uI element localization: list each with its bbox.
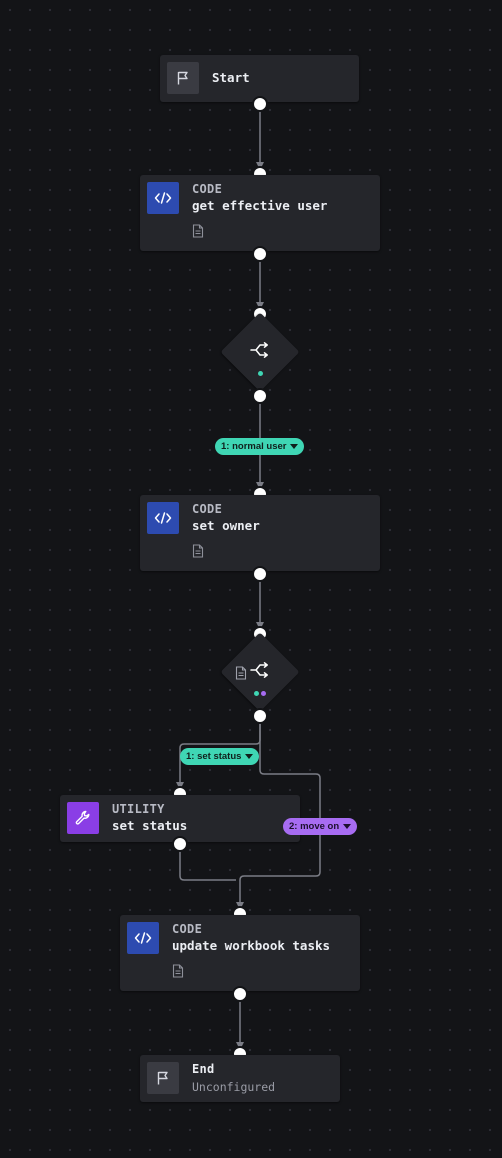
branch-dot-teal bbox=[257, 371, 263, 376]
branch-icon bbox=[250, 342, 268, 358]
node-name-label: get effective user bbox=[192, 198, 328, 213]
caret-down-icon bbox=[245, 754, 254, 759]
document-icon[interactable] bbox=[172, 964, 184, 978]
branch-label-text: 1: normal user bbox=[221, 441, 287, 452]
node-type-label: CODE bbox=[172, 922, 203, 936]
caret-down-icon bbox=[343, 824, 352, 829]
code1-out-port[interactable] bbox=[252, 246, 268, 262]
node-name-label: set status bbox=[112, 818, 188, 833]
switch2-out-port[interactable] bbox=[252, 708, 268, 724]
edge-utility-to-code3 bbox=[179, 846, 236, 881]
branch-label-text: 2: move on bbox=[289, 821, 340, 832]
start-title: Start bbox=[212, 70, 250, 85]
flag-icon bbox=[167, 62, 199, 94]
utility-out-port[interactable] bbox=[172, 836, 188, 852]
flag-icon bbox=[147, 1062, 179, 1094]
document-icon[interactable] bbox=[192, 224, 204, 238]
branch-icon bbox=[250, 662, 268, 678]
document-icon[interactable] bbox=[235, 666, 247, 680]
end-title: End bbox=[192, 1062, 215, 1076]
node-name-label: set owner bbox=[192, 518, 260, 533]
end-subtitle: Unconfigured bbox=[192, 1080, 276, 1094]
branch-label-set-status[interactable]: 1: set status bbox=[180, 748, 260, 765]
start-node[interactable]: Start bbox=[160, 55, 359, 102]
branch-dot-purple bbox=[261, 691, 266, 696]
document-icon[interactable] bbox=[192, 544, 204, 558]
set-status-node[interactable]: UTILITY set status bbox=[60, 795, 300, 842]
set-owner-node[interactable]: CODE set owner bbox=[140, 495, 380, 571]
wrench-icon bbox=[67, 802, 99, 834]
node-type-label: CODE bbox=[192, 182, 223, 196]
branch-dot-teal bbox=[254, 691, 259, 696]
caret-down-icon bbox=[290, 444, 299, 449]
end-node[interactable]: End Unconfigured bbox=[140, 1055, 340, 1102]
switch1-out-port[interactable] bbox=[252, 388, 268, 404]
get-effective-user-node[interactable]: CODE get effective user bbox=[140, 175, 380, 251]
code-icon bbox=[147, 502, 179, 534]
branch-label-normal-user[interactable]: 1: normal user bbox=[215, 438, 305, 455]
node-name-label: update workbook tasks bbox=[172, 938, 331, 953]
code2-out-port[interactable] bbox=[252, 566, 268, 582]
node-type-label: UTILITY bbox=[112, 802, 165, 816]
node-type-label: CODE bbox=[192, 502, 223, 516]
code-icon bbox=[127, 922, 159, 954]
update-workbook-tasks-node[interactable]: CODE update workbook tasks bbox=[120, 915, 360, 991]
branch-label-text: 1: set status bbox=[186, 751, 242, 762]
branch-label-move-on[interactable]: 2: move on bbox=[283, 818, 358, 835]
code3-out-port[interactable] bbox=[232, 986, 248, 1002]
code-icon bbox=[147, 182, 179, 214]
start-out-port[interactable] bbox=[252, 96, 268, 112]
